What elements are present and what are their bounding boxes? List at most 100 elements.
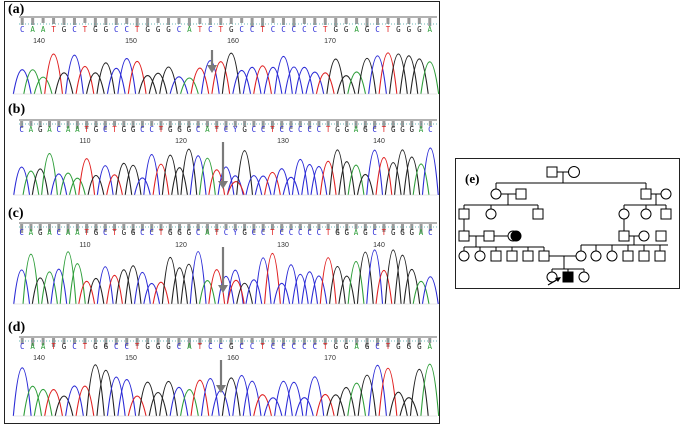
- base-call: C: [279, 125, 284, 134]
- base-call: T: [323, 25, 328, 34]
- quality-bar: [313, 18, 317, 25]
- base-call: A: [29, 228, 34, 237]
- arrow-head: [218, 181, 228, 189]
- trace-peak: [236, 282, 254, 305]
- quality-bar: [289, 121, 293, 129]
- trace-peak: [263, 397, 283, 417]
- quality-bar: [428, 18, 432, 26]
- quality-bar: [410, 121, 414, 127]
- base-call: G: [145, 25, 150, 34]
- base-call: C: [208, 342, 213, 351]
- trace-peak: [59, 172, 77, 196]
- base-call: G: [365, 25, 370, 34]
- base-call: C: [57, 125, 62, 134]
- base-call: C: [124, 25, 129, 34]
- quality-bar: [31, 338, 35, 346]
- base-call: C: [19, 228, 24, 237]
- trace-peak: [190, 379, 210, 417]
- base-call: C: [271, 25, 276, 34]
- trace-peak: [190, 67, 210, 95]
- quality-bar: [373, 121, 377, 129]
- base-call: G: [166, 25, 171, 34]
- trace-peak: [254, 175, 272, 196]
- quality-bar: [240, 338, 244, 345]
- quality-bar: [83, 18, 87, 23]
- trace-peak: [106, 274, 123, 305]
- trace-peak: [221, 377, 241, 417]
- quality-bar: [168, 224, 172, 232]
- pedigree-male: [655, 230, 667, 242]
- trace-peak: [85, 72, 105, 95]
- base-call: G: [94, 228, 99, 237]
- trace-peak: [106, 376, 126, 417]
- trace-peak: [282, 264, 300, 305]
- base-call: C: [307, 125, 312, 134]
- base-call: G: [131, 125, 136, 134]
- trace-peak: [409, 368, 429, 417]
- trace-peak: [31, 168, 49, 196]
- trace-peak: [412, 280, 430, 305]
- base-call: C: [428, 228, 433, 237]
- base-call: T: [135, 25, 140, 34]
- trace-peak: [68, 177, 86, 196]
- mutation-arrow-icon: [216, 360, 226, 393]
- quality-bar: [400, 121, 404, 126]
- pedigree-female: [640, 208, 652, 220]
- quality-bar: [156, 338, 160, 345]
- quality-bar: [62, 18, 66, 25]
- trace-peak: [421, 276, 439, 305]
- base-call: G: [396, 342, 401, 351]
- trace-peak: [305, 376, 325, 417]
- quality-bar: [146, 338, 150, 344]
- base-call: A: [354, 228, 359, 237]
- base-call: A: [30, 25, 35, 34]
- trace-peak: [232, 70, 252, 95]
- pedigree-male: [532, 208, 544, 220]
- quality-bar: [270, 121, 274, 129]
- trace-peak: [152, 163, 170, 196]
- base-call: G: [400, 228, 405, 237]
- pedigree-male: [654, 250, 666, 262]
- pedigree-male: [660, 208, 672, 220]
- quality-bar: [428, 224, 432, 231]
- trace-peak: [13, 166, 31, 196]
- base-call: T: [326, 228, 331, 237]
- trace-peak: [217, 276, 235, 305]
- quality-bar: [289, 224, 293, 230]
- base-call: G: [365, 342, 370, 351]
- trace-peak: [253, 65, 273, 95]
- base-call: C: [196, 228, 201, 237]
- base-call: G: [168, 228, 173, 237]
- quality-bar: [159, 224, 163, 231]
- pedigree-male: [618, 230, 630, 242]
- trace-peak: [85, 364, 105, 417]
- quality-bar: [376, 338, 380, 346]
- quality-bar: [113, 121, 117, 126]
- quality-bar: [428, 338, 432, 343]
- quality-bar: [365, 18, 369, 27]
- trace-peak: [420, 61, 439, 95]
- quality-bar: [93, 338, 97, 344]
- base-call: T: [270, 125, 275, 134]
- trace-peak: [245, 279, 263, 305]
- pedigree-proband: [562, 271, 574, 283]
- base-call: Y: [233, 228, 238, 237]
- trace-peak: [226, 181, 245, 196]
- quality-bar: [281, 18, 285, 25]
- quality-bar: [261, 121, 265, 129]
- trace-peak: [409, 58, 429, 95]
- quality-bar: [75, 121, 79, 129]
- trace-peak: [399, 55, 419, 95]
- quality-bar: [208, 18, 212, 25]
- pedigree-male: [546, 166, 558, 178]
- quality-bar: [334, 338, 338, 343]
- quality-bar: [215, 121, 219, 129]
- quality-bar: [386, 18, 390, 24]
- trace-peak: [375, 269, 393, 305]
- trace-peak: [22, 170, 40, 196]
- pedigree-affected-female: [510, 230, 522, 242]
- trace-peak: [301, 271, 319, 305]
